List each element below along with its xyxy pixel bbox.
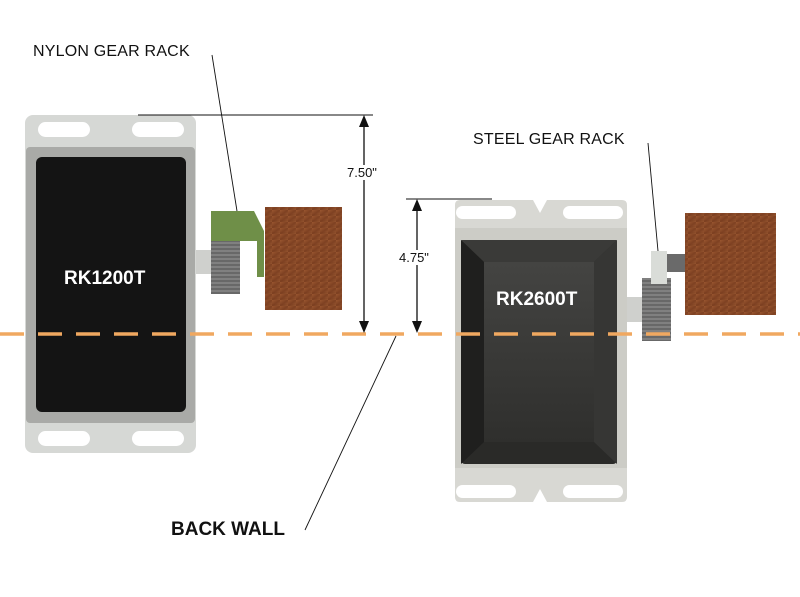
model-label-rk1200t: RK1200T <box>64 268 146 289</box>
rk2600t-body-face <box>484 262 594 442</box>
leader-nylon-rack <box>211 54 238 212</box>
rk2600t-unit <box>455 200 776 502</box>
rk2600t-shaft <box>627 297 643 322</box>
arrow-down-icon <box>359 321 369 333</box>
nylon-gear-rack <box>211 211 264 277</box>
rk1200t-pinion-gear <box>211 241 240 294</box>
dimension-rk1200t <box>138 114 373 333</box>
rk2600t-mount-slot <box>456 206 516 219</box>
arrow-down-icon <box>412 321 422 333</box>
steel-gear-rack-label: STEEL GEAR RACK <box>473 131 625 148</box>
nylon-gear-rack-label: NYLON GEAR RACK <box>33 43 190 60</box>
rk1200t-wood-door <box>265 207 342 310</box>
steel-gear-rack <box>651 251 667 284</box>
rk2600t-body-bevel-top <box>461 240 617 262</box>
dimension-rk2600t <box>406 198 492 333</box>
rk1200t-shaft <box>196 250 212 274</box>
rk1200t-body <box>36 157 186 412</box>
rk2600t-body-bevel-right <box>594 240 617 464</box>
rk2600t-mount-slot <box>456 485 516 498</box>
model-label-rk2600t: RK2600T <box>496 289 578 310</box>
leader-back-wall <box>304 335 397 531</box>
rk1200t-mount-slot <box>38 431 90 446</box>
rk2600t-mount-slot <box>563 485 623 498</box>
rk2600t-mount-slot <box>563 206 623 219</box>
arrow-up-icon <box>412 199 422 211</box>
rk1200t-unit <box>25 115 342 453</box>
rk1200t-mount-slot <box>132 122 184 137</box>
rk2600t-pinion-gear <box>642 278 671 341</box>
rk1200t-mount-slot <box>38 122 90 137</box>
rk1200t-mount-slot <box>132 431 184 446</box>
arrow-up-icon <box>359 115 369 127</box>
leader-steel-rack <box>647 142 659 252</box>
rk2600t-wood-door <box>685 213 776 315</box>
depth-label-rk2600t: 4.75" <box>398 250 430 265</box>
steel-rack-arm <box>667 254 685 272</box>
back-wall-label: BACK WALL <box>171 519 285 540</box>
depth-label-rk1200t: 7.50" <box>346 165 378 180</box>
rk2600t-body-bevel-left <box>461 240 484 464</box>
